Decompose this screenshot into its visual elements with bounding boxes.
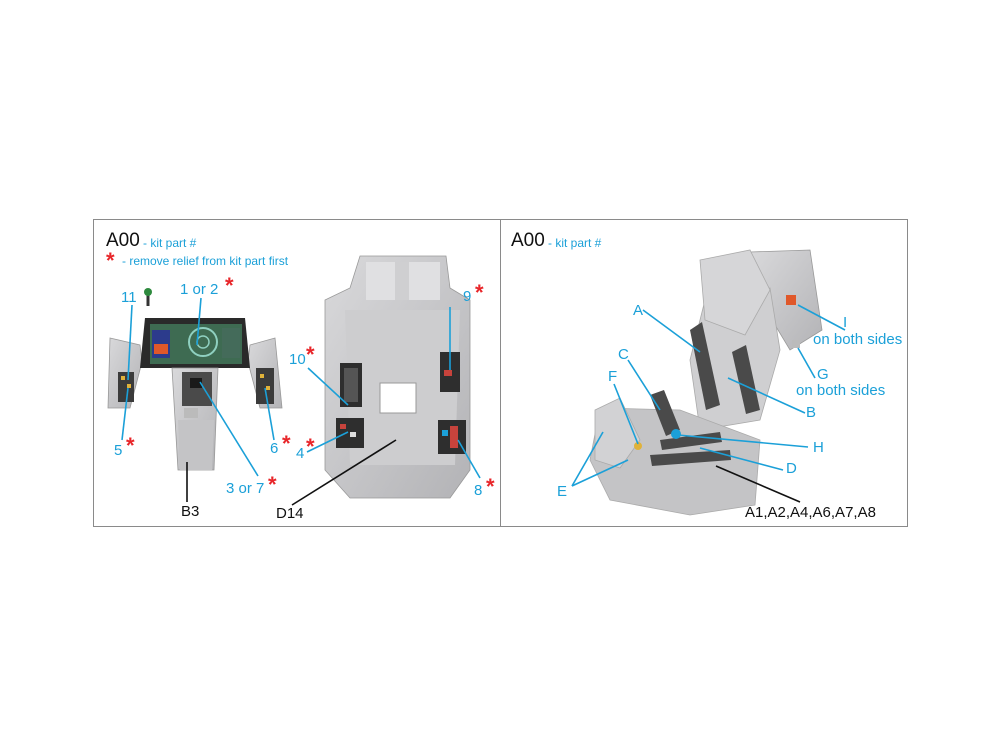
label-1-or-2: 1 or 2 [180,281,219,298]
left-kit-part-caption: - kit part # [143,236,197,250]
label-D: D [786,460,797,477]
star-4: * [306,434,315,459]
label-6: 6 [270,440,279,457]
label-C: C [618,346,629,363]
label-9: 9 [463,288,472,305]
star-3-or-7: * [268,472,277,497]
right-kit-part-caption: - kit part # [548,236,602,250]
label-E: E [557,483,568,500]
left-part-code: A00 [106,230,140,251]
label-G: G [817,366,829,383]
label-b3: B3 [181,503,200,520]
label-H: H [813,439,824,456]
star-1-or-2: * [225,273,234,298]
label-5: 5 [114,442,123,459]
star-6: * [282,431,291,456]
star-5: * [126,433,135,458]
label-B: B [806,404,817,421]
label-I: I [843,314,848,331]
cockpit-tub-illustration [324,255,471,499]
label-3-or-7: 3 or 7 [226,480,265,497]
label-11: 11 [121,289,137,306]
label-4: 4 [296,445,305,462]
star-8: * [486,474,495,499]
star-10: * [306,342,315,367]
label-8: 8 [474,482,483,499]
right-part-code: A00 [511,230,545,251]
label-10: 10 [289,351,306,368]
note-star: * [106,248,115,273]
label-kit-parts: A1,A2,A4,A6,A7,A8 [745,504,876,521]
leader-lines-black [186,439,801,506]
label-A: A [633,302,644,319]
star-9: * [475,280,484,305]
label-d14: D14 [276,505,304,522]
label-I-note: on both sides [813,331,903,348]
ejection-seat-illustration [589,249,823,516]
label-G-note: on both sides [796,382,886,399]
label-F: F [608,368,618,385]
note-text: - remove relief from kit part first [122,254,289,268]
leader-lines-blue [121,297,846,487]
